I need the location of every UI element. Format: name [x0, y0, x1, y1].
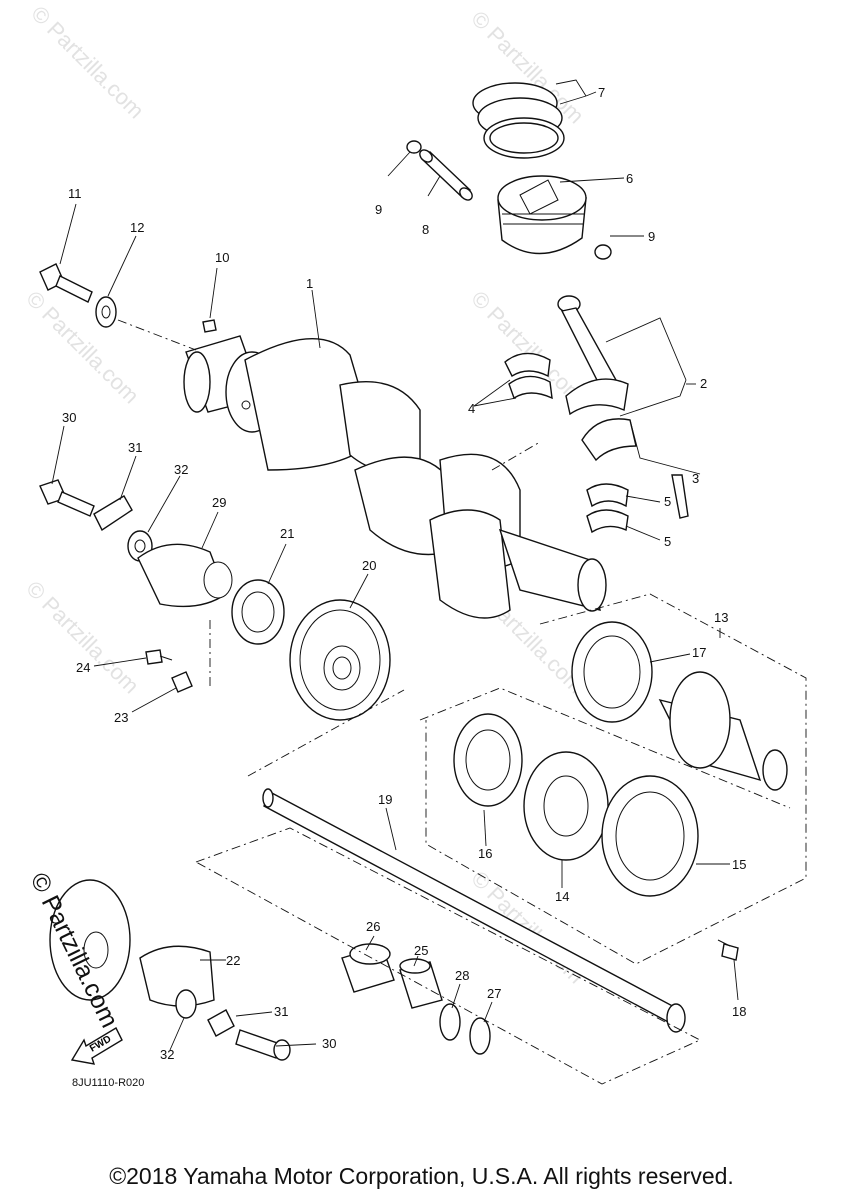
assembly-outlines	[117, 319, 807, 1085]
callout-22: 22	[226, 953, 240, 968]
crank-bearing-upper[interactable]	[504, 352, 553, 400]
primary-shaft[interactable]	[262, 788, 686, 1033]
callout-30: 30	[62, 410, 76, 425]
piston[interactable]	[497, 175, 587, 255]
callout-16: 16	[478, 846, 492, 861]
woodruff-key[interactable]	[202, 319, 217, 333]
callout-15: 15	[732, 857, 746, 872]
collar[interactable]	[341, 943, 395, 993]
callout-7: 7	[598, 85, 605, 100]
callout-9: 9	[375, 202, 382, 217]
callout-18: 18	[732, 1004, 746, 1019]
callout-5: 5	[664, 494, 671, 509]
callout-23: 23	[114, 710, 128, 725]
screw[interactable]	[145, 649, 173, 665]
callout-31: 31	[128, 440, 142, 455]
output-gear-bearing[interactable]	[571, 621, 653, 723]
starter-driven-gear[interactable]	[49, 879, 131, 1001]
callout-21: 21	[280, 526, 294, 541]
housing-bolt[interactable]	[717, 939, 739, 961]
callout-28: 28	[455, 968, 469, 983]
callout-3: 3	[692, 471, 699, 486]
thrust-washer[interactable]	[469, 1017, 491, 1055]
lock-washer-2[interactable]	[207, 1009, 235, 1037]
callout-31b: 31	[274, 1004, 288, 1019]
diagram-code: 8JU1110-R020	[72, 1077, 144, 1089]
callout-30b: 30	[322, 1036, 336, 1051]
circlip[interactable]	[439, 1003, 461, 1041]
callout-24: 24	[76, 660, 90, 675]
piston-rings[interactable]	[472, 82, 565, 159]
forward-arrow-icon: FWD	[70, 1027, 123, 1065]
callout-14: 14	[555, 889, 569, 904]
callout-29: 29	[212, 495, 226, 510]
watermark: © Partzilla.com	[21, 286, 144, 409]
piston-pin-clips[interactable]	[406, 140, 612, 260]
callout-4: 4	[468, 401, 475, 416]
callout-26: 26	[366, 919, 380, 934]
callout-9b: 9	[648, 229, 655, 244]
connecting-rod[interactable]	[557, 295, 689, 519]
needle-bearing[interactable]	[399, 958, 443, 1009]
balancer-weight-2[interactable]	[139, 945, 215, 1007]
bearing-housing[interactable]	[601, 775, 699, 897]
ball-bearing[interactable]	[523, 751, 609, 861]
balancer-drive-gear[interactable]	[289, 599, 391, 721]
callout-17: 17	[692, 645, 706, 660]
piston-pin[interactable]	[417, 148, 474, 203]
bearing[interactable]	[231, 579, 285, 645]
callout-5b: 5	[664, 534, 671, 549]
leader-lines	[51, 79, 739, 1051]
balancer-weight[interactable]	[137, 543, 233, 608]
balancer-bolt[interactable]	[39, 479, 95, 517]
bolt-2[interactable]	[235, 1029, 291, 1061]
callout-12: 12	[130, 220, 144, 235]
crankshaft[interactable]	[183, 335, 607, 619]
callout-27: 27	[487, 986, 501, 1001]
crank-washer[interactable]	[95, 296, 117, 328]
lock-washer[interactable]	[93, 495, 133, 532]
oil-seal[interactable]	[453, 713, 523, 807]
callout-11: 11	[68, 186, 82, 201]
callout-1: 1	[306, 276, 313, 291]
callout-19: 19	[378, 792, 392, 807]
callout-labels: 1 2 3 4 5 5 6 7 8 9 9 10 11 12 13 14 15 …	[62, 85, 746, 1062]
retainer-plate[interactable]	[171, 671, 193, 693]
crank-bearing-lower[interactable]	[586, 483, 629, 534]
callout-25: 25	[414, 943, 428, 958]
output-gear-shaft[interactable]	[658, 671, 788, 791]
watermark: © Partzilla.com	[21, 576, 144, 699]
callout-10: 10	[215, 250, 229, 265]
callout-20: 20	[362, 558, 376, 573]
callout-32: 32	[174, 462, 188, 477]
callout-13: 13	[714, 610, 728, 625]
crank-bolt[interactable]	[39, 263, 93, 303]
copyright-notice: ©2018 Yamaha Motor Corporation, U.S.A. A…	[109, 1163, 734, 1189]
callout-8: 8	[422, 222, 429, 237]
callout-32b: 32	[160, 1047, 174, 1062]
watermark: © Partzilla.com	[26, 1, 149, 124]
callout-2: 2	[700, 376, 707, 391]
callout-6: 6	[626, 171, 633, 186]
washer-2[interactable]	[175, 989, 197, 1019]
